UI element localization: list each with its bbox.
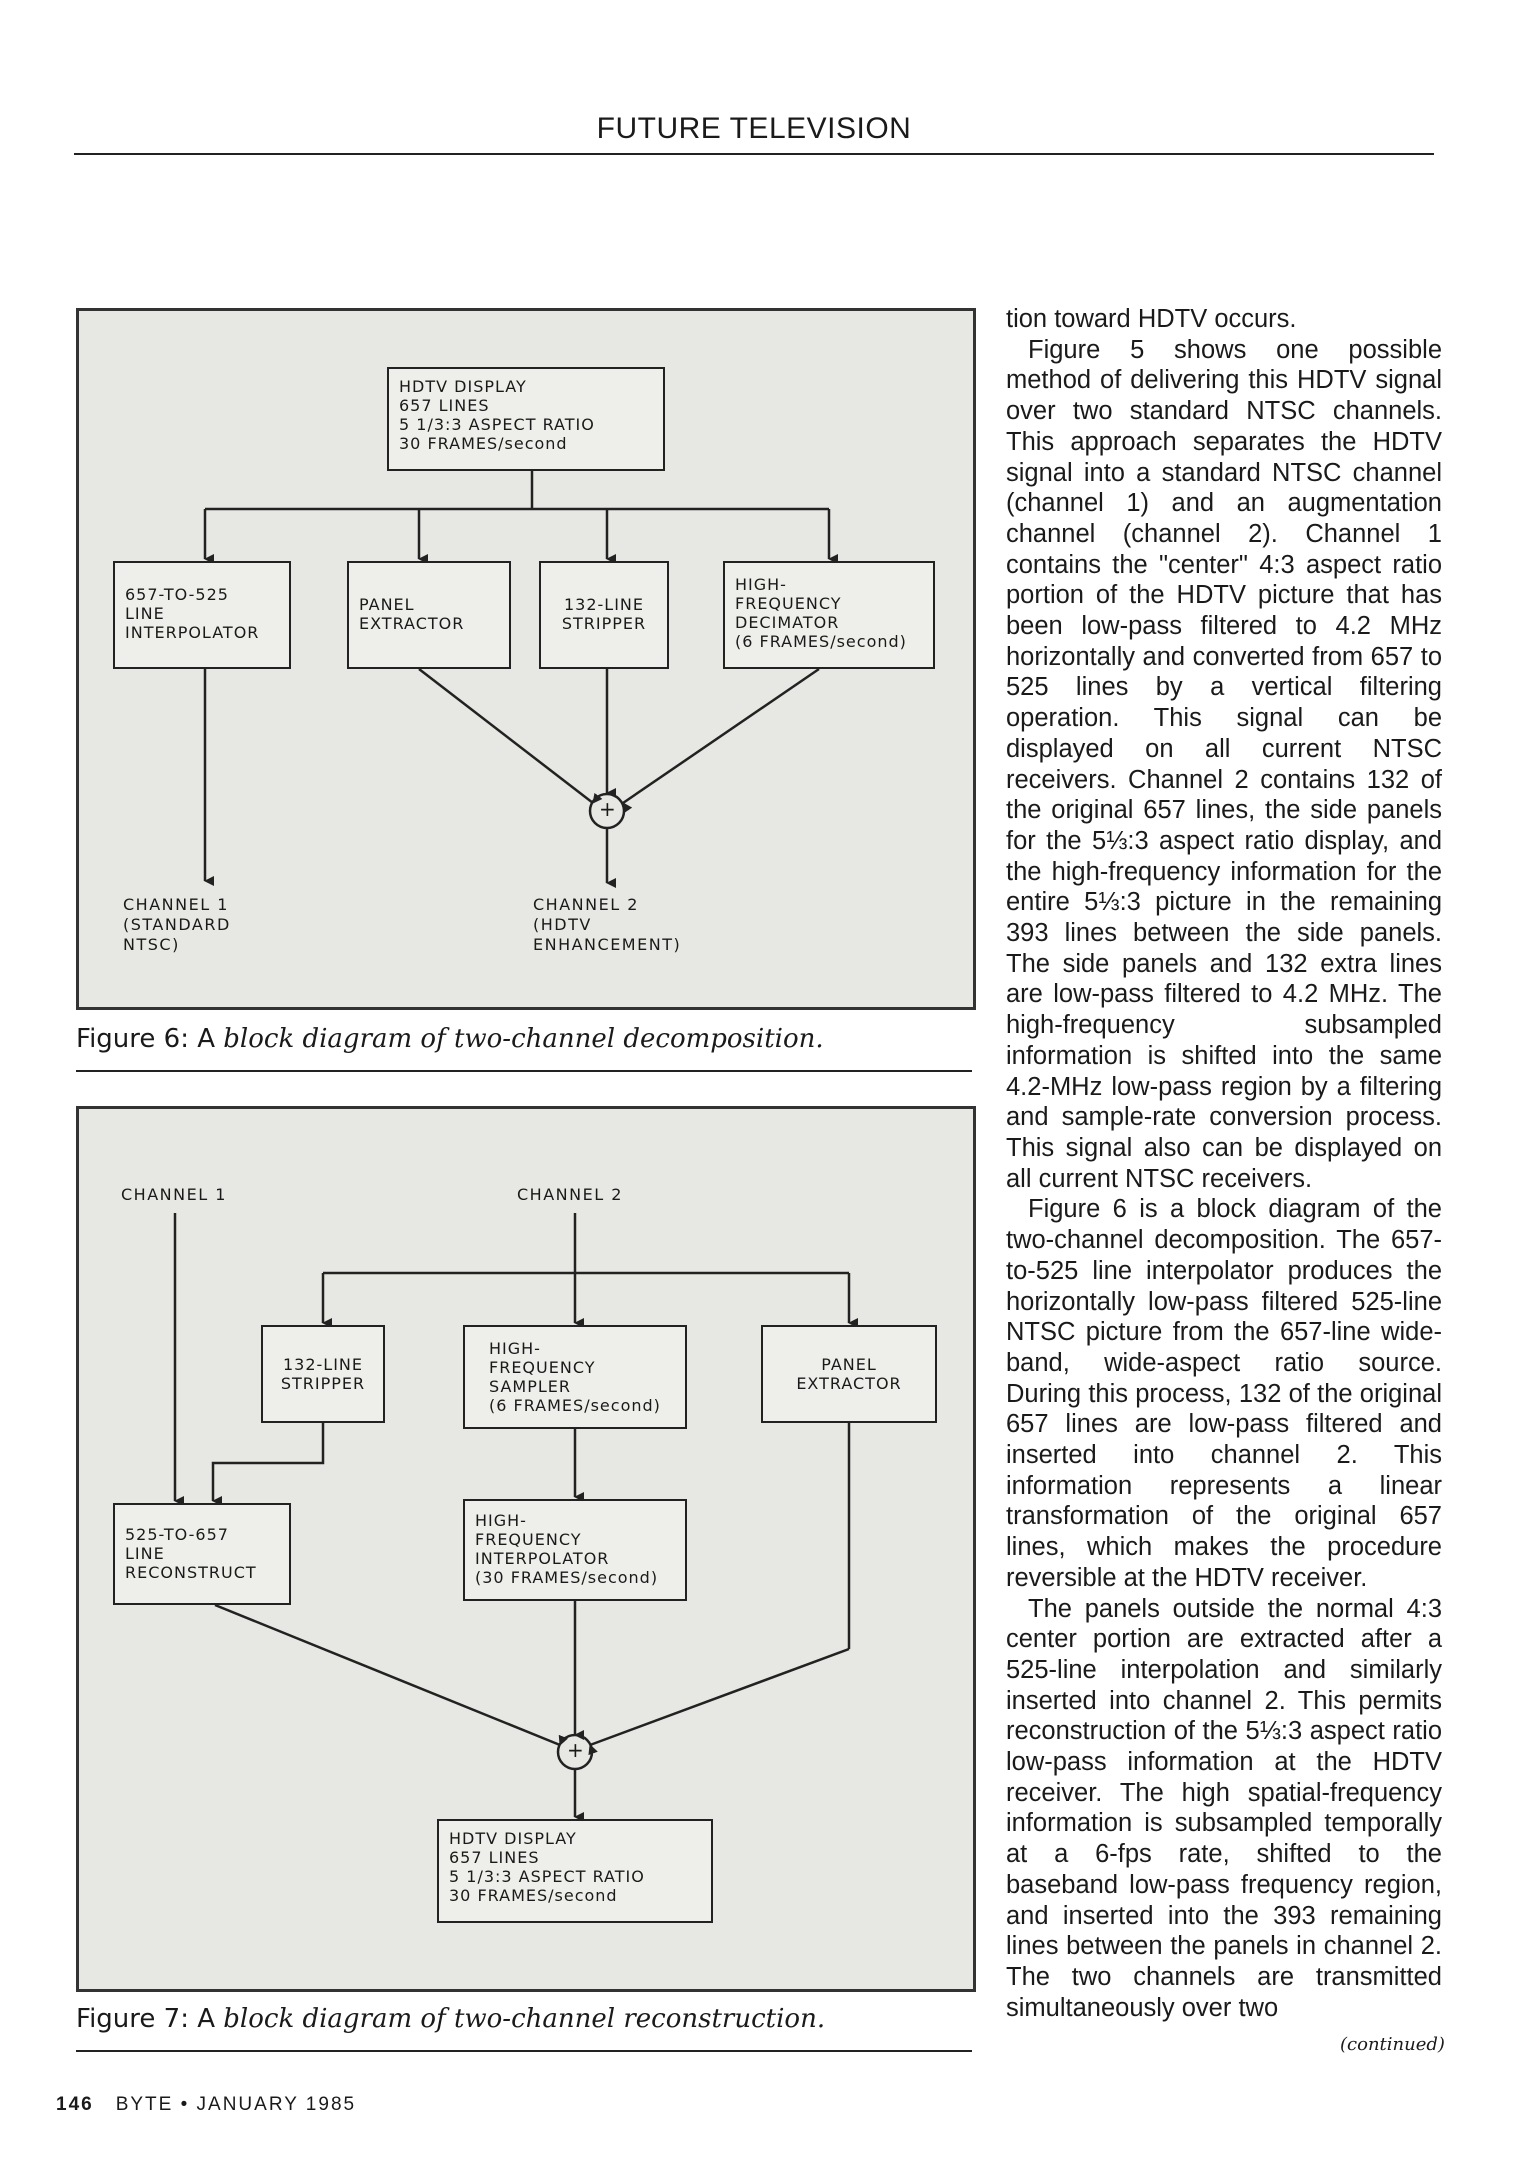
page-number: 146: [56, 2094, 94, 2115]
figure-6-caption-rule: [76, 1070, 972, 1072]
figure-7-caption-rule: [76, 2050, 972, 2052]
figure-7-diagram: + CHANNEL 1 CHANNEL 2 132-LINE STRIPPER …: [76, 1106, 976, 1992]
reconstruct-box: 525-TO-657 LINE RECONSTRUCT: [113, 1503, 291, 1605]
article-paragraph: Figure 6 is a block diagram of the two-c…: [1006, 1195, 1442, 1592]
continued-note: (continued): [1340, 2034, 1445, 2055]
figure-6-connectors: [203, 471, 838, 888]
sum-junction: +: [599, 797, 616, 821]
figure-7-caption-text: block diagram of two-channel reconstruct…: [223, 2004, 826, 2034]
article-paragraph: tion toward HDTV occurs.: [1006, 305, 1297, 333]
hf-sampler-box: HIGH- FREQUENCY SAMPLER (6 FRAMES/second…: [463, 1325, 687, 1429]
hdtv-display-box: HDTV DISPLAY 657 LINES 5 1/3:3 ASPECT RA…: [387, 367, 665, 471]
figure-6-diagram: + HDTV DISPLAY 657 LINES 5 1/3:3 ASPECT …: [76, 308, 976, 1010]
figure-6-caption-prefix: Figure 6: A: [76, 1024, 224, 1054]
figure-7-connectors: [173, 1213, 858, 1822]
sum-junction: +: [567, 1738, 584, 1762]
channel-1-label: CHANNEL 1 (STANDARD NTSC): [123, 895, 231, 954]
figure-7-caption: Figure 7: A block diagram of two-channel…: [76, 2004, 825, 2034]
hf-interpolator-box: HIGH- FREQUENCY INTERPOLATOR (30 FRAMES/…: [463, 1499, 687, 1601]
hdtv-display-box: HDTV DISPLAY 657 LINES 5 1/3:3 ASPECT RA…: [437, 1819, 713, 1923]
figure-7-caption-prefix: Figure 7: A: [76, 2004, 224, 2034]
decimator-box: HIGH- FREQUENCY DECIMATOR (6 FRAMES/seco…: [723, 561, 935, 669]
article-paragraph: Figure 5 shows one possible method of de…: [1006, 335, 1442, 1193]
figure-6-caption: Figure 6: A block diagram of two-channel…: [76, 1024, 824, 1054]
running-header: FUTURE TELEVISION: [596, 112, 912, 145]
figure-6-caption-text: block diagram of two-channel decompositi…: [223, 1024, 824, 1054]
article-text-column: tion toward HDTV occurs. Figure 5 shows …: [1006, 304, 1442, 2023]
stripper-box: 132-LINE STRIPPER: [539, 561, 669, 669]
channel-2-label: CHANNEL 2 (HDTV ENHANCEMENT): [533, 895, 682, 954]
stripper-box: 132-LINE STRIPPER: [261, 1325, 385, 1423]
channel-1-label: CHANNEL 1: [121, 1185, 227, 1204]
panel-extractor-box: PANEL EXTRACTOR: [347, 561, 511, 669]
channel-2-label: CHANNEL 2: [517, 1185, 623, 1204]
panel-extractor-box: PANEL EXTRACTOR: [761, 1325, 937, 1423]
header-rule: [74, 153, 1434, 155]
article-paragraph: The panels outside the normal 4:3 center…: [1006, 1594, 1442, 2022]
magazine-issue: BYTE • JANUARY 1985: [115, 2094, 357, 2115]
interpolator-box: 657-TO-525 LINE INTERPOLATOR: [113, 561, 291, 669]
page-footer: 146 BYTE • JANUARY 1985: [56, 2094, 356, 2116]
